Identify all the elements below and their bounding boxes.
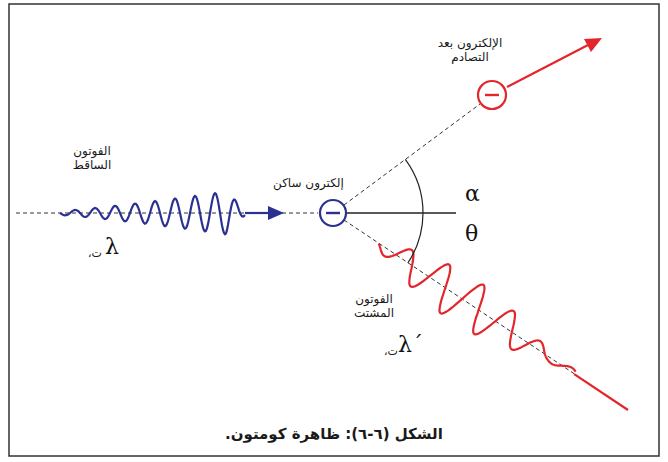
scattered-wavelength-symbol: λ´ — [398, 332, 423, 358]
alpha-arc — [405, 159, 423, 213]
scattered-photon-label: الفوتون المشتت — [343, 292, 405, 321]
theta-arc — [408, 213, 423, 263]
electron-at-rest-label: إلكترون ساكن — [273, 176, 344, 190]
wavelength-subscript: ت، — [88, 247, 102, 260]
recoil-electron-minus — [485, 94, 499, 96]
recoil-arrowhead — [584, 38, 602, 52]
electron-minus — [326, 212, 340, 214]
incident-wave-tail — [245, 212, 270, 214]
incident-wave — [60, 193, 245, 234]
incident-arrowhead — [268, 206, 284, 220]
recoil-electron — [478, 81, 506, 109]
theta-symbol: θ — [465, 221, 478, 247]
scattered-wave-tail — [574, 374, 628, 410]
recoil-arrow-shaft — [507, 45, 588, 87]
alpha-symbol: α — [465, 181, 480, 207]
electron-at-rest — [320, 200, 346, 226]
figure-caption: الشكل (٦-٦): ظاهرة كومتون. — [225, 425, 443, 443]
recoil-electron-label: الإلكترون بعد التصادم — [431, 36, 509, 65]
figure-frame — [9, 4, 659, 456]
axis-solid — [346, 212, 456, 214]
scattered-wavelength-subscript: ت، — [384, 345, 398, 358]
recoil-dashed-line — [344, 104, 480, 205]
wavelength-symbol: λ — [105, 234, 119, 260]
incident-photon-label: الفوتون الساقط — [61, 144, 123, 173]
scatter-dashed-line — [344, 220, 600, 391]
